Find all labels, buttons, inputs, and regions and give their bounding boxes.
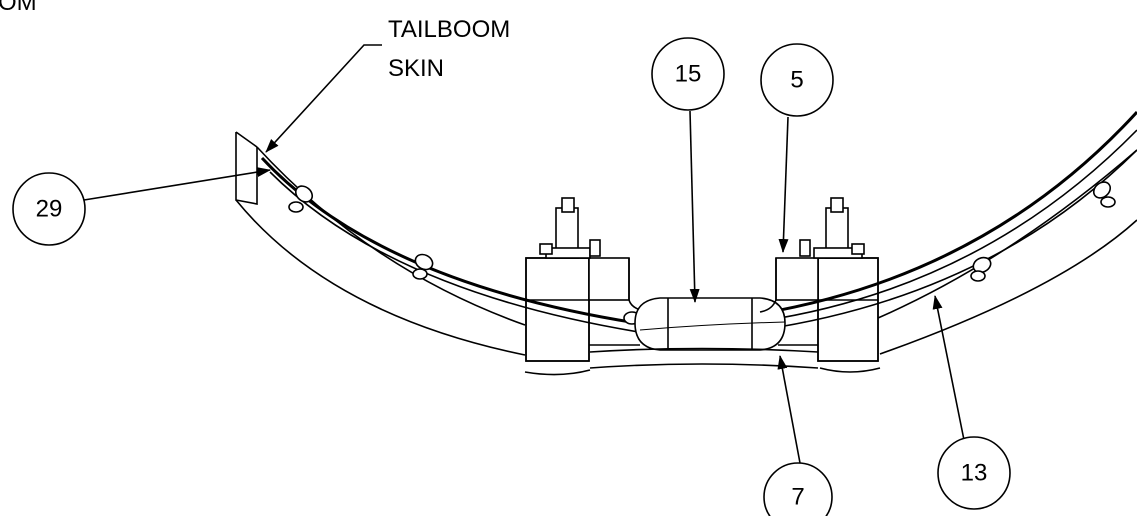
balloon-7-text: 7 bbox=[791, 484, 804, 511]
right-clamp-block bbox=[759, 197, 879, 362]
bottom-strap bbox=[589, 347, 819, 369]
tailboom-skin-callout: TAILBOOM SKIN bbox=[265, 16, 510, 153]
center-bushing bbox=[634, 297, 786, 351]
balloon-15: 15 bbox=[651, 37, 725, 111]
leader-lines bbox=[83, 110, 965, 464]
balloon-5: 5 bbox=[760, 43, 834, 117]
balloon-5-text: 5 bbox=[790, 67, 803, 94]
balloon-29-text: 29 bbox=[36, 196, 63, 223]
balloon-7: 7 bbox=[763, 462, 833, 516]
left-clamp-block bbox=[525, 197, 651, 362]
end-plate bbox=[235, 131, 258, 205]
callout-leader bbox=[265, 44, 382, 153]
balloon-13-text: 13 bbox=[961, 460, 988, 487]
callout-line-2: SKIN bbox=[388, 55, 444, 82]
balloon-15-text: 15 bbox=[675, 61, 702, 88]
balloon-29: 29 bbox=[12, 172, 86, 246]
balloon-13: 13 bbox=[937, 436, 1011, 510]
callout-line-1: TAILBOOM bbox=[388, 16, 510, 43]
partial-label: OM bbox=[0, 0, 37, 16]
